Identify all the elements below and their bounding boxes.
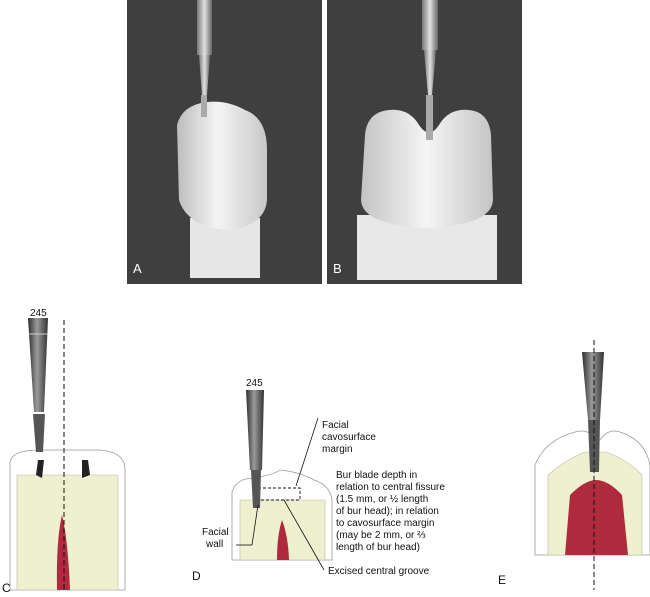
panel-label-d: D (192, 569, 201, 583)
panel-label-c: C (2, 581, 11, 595)
facial-cavosurface-line3: margin (322, 444, 353, 455)
handpiece-shank (422, 0, 438, 50)
pulp-e (565, 480, 628, 555)
tooth-crown (361, 109, 493, 228)
facial-cavosurface-line2: cavosurface (322, 432, 376, 443)
photo-b-illustration (357, 0, 497, 280)
facial-cavosurface-line1: Facial (322, 420, 349, 431)
handpiece-shank (197, 0, 212, 55)
tooth-crown (177, 101, 267, 231)
bur-depth-line1: Bur blade depth in (336, 470, 417, 481)
leader-excised-groove (283, 499, 325, 571)
panel-label-e: E (498, 573, 506, 587)
bur-shank-e (582, 352, 604, 420)
pulp-c (56, 515, 70, 590)
panel-label-a: A (133, 261, 142, 276)
bur-depth-line3: (1.5 mm, or ½ length (336, 494, 428, 505)
leader-facial-cavosurface (295, 417, 319, 487)
facial-wall-line1: Facial (202, 527, 229, 538)
bur-head (201, 95, 207, 117)
cavity-outline-d (258, 487, 301, 501)
bur-label-c: 245 (30, 308, 47, 319)
diagram-c: 245 C (2, 308, 126, 595)
bur-head-c (33, 414, 45, 452)
bur-depth-line5: to cavosurface margin (336, 518, 434, 529)
bur-depth-line4: of bur head); in relation (336, 506, 439, 517)
facial-wall-line2: wall (205, 539, 223, 550)
diagram-d: 245 Facial cavosurface margin Bur blade … (192, 378, 445, 583)
bur-depth-line6: (may be 2 mm, or ⅔ (336, 530, 426, 541)
bur-shank-d (246, 390, 264, 470)
pulp-d (277, 520, 289, 560)
excised-groove-label: Excised central groove (328, 566, 430, 577)
bur-shank-c (28, 318, 48, 412)
bur-label-d: 245 (246, 378, 263, 389)
bur (199, 55, 210, 95)
bur-head (426, 95, 433, 140)
bur (424, 50, 436, 95)
dentin-c (16, 474, 119, 591)
pits-c (36, 460, 90, 478)
bur-depth-line2: relation to central fissure (336, 482, 445, 493)
bur-depth-line7: length of bur head) (336, 542, 420, 553)
photo-panel-a: A (127, 0, 322, 284)
photo-panel-b: B (327, 0, 522, 284)
photo-a-illustration (177, 0, 267, 278)
panel-label-b: B (333, 261, 342, 276)
bur-head-d (251, 470, 261, 508)
diagram-e: E (498, 340, 650, 590)
